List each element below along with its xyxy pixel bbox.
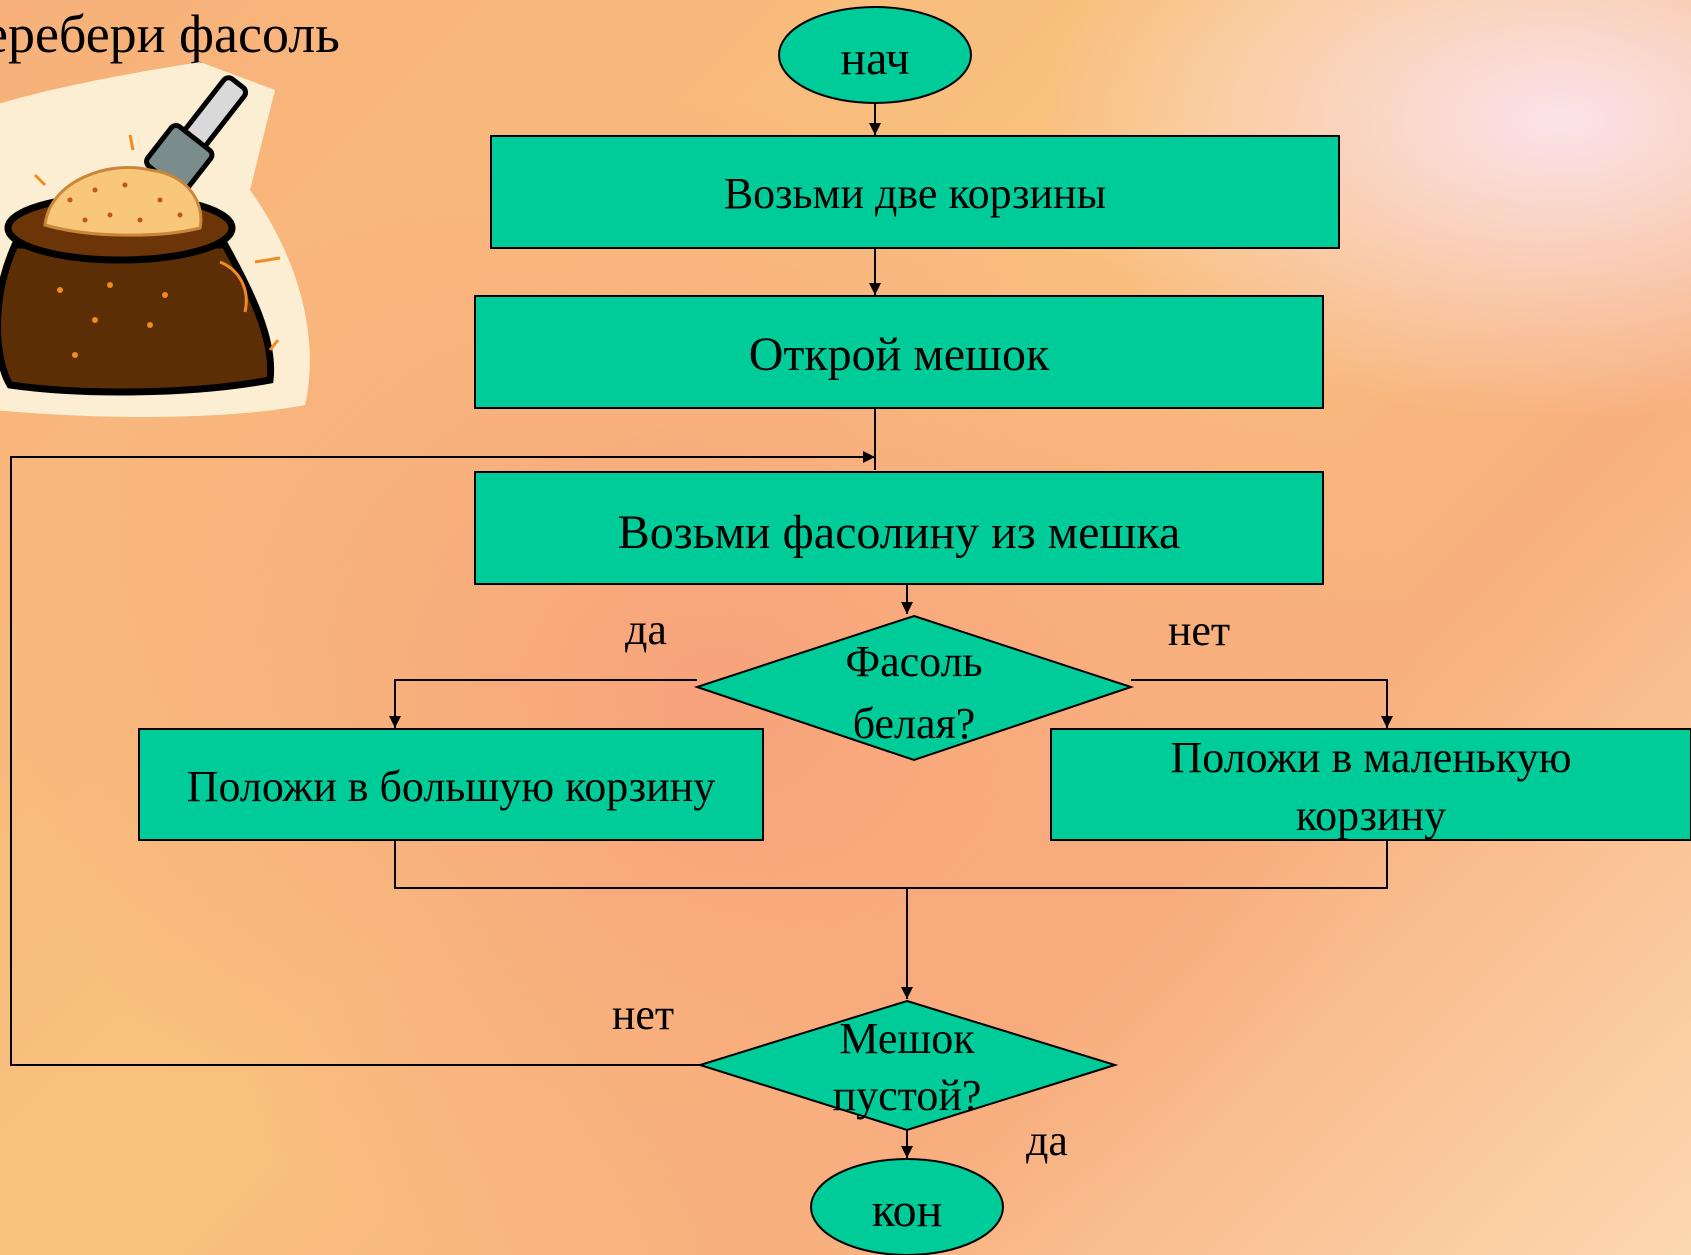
edge-label-white-no: нет bbox=[1168, 606, 1230, 655]
page-title: Перебери фасоль bbox=[0, 4, 340, 64]
decision-bean-white: Фасоль белая? bbox=[693, 614, 1135, 762]
put-big-label: Положи в большую корзину bbox=[187, 762, 716, 811]
start-node: нач bbox=[778, 6, 972, 104]
edge-label-white-yes: да bbox=[625, 605, 667, 654]
take-baskets-label: Возьми две корзины bbox=[724, 169, 1106, 218]
process-take-baskets: Возьми две корзины bbox=[490, 135, 1340, 249]
process-open-bag: Открой мешок bbox=[474, 295, 1324, 409]
decision-bag-empty: Мешок пустой? bbox=[696, 999, 1119, 1132]
bean-sack-icon bbox=[0, 62, 310, 417]
end-label: кон bbox=[872, 1184, 943, 1237]
put-small-line-2: корзину bbox=[1296, 791, 1446, 840]
decision-white-line-2: белая? bbox=[853, 699, 976, 748]
process-put-small: Положи в маленькую корзину bbox=[1050, 728, 1691, 841]
decision-white-line-1: Фасоль bbox=[845, 637, 982, 686]
process-take-bean: Возьми фасолину из мешка bbox=[474, 471, 1324, 585]
edge-label-empty-no: нет bbox=[612, 990, 674, 1039]
open-bag-label: Открой мешок bbox=[749, 328, 1050, 381]
put-small-line-1: Положи в маленькую bbox=[1171, 733, 1572, 782]
decision-empty-line-2: пустой? bbox=[833, 1071, 982, 1120]
take-bean-label: Возьми фасолину из мешка bbox=[618, 506, 1181, 559]
end-node: кон bbox=[810, 1158, 1004, 1255]
flow-connectors bbox=[10, 103, 1393, 1158]
start-label: нач bbox=[840, 32, 909, 85]
edge-label-empty-yes: да bbox=[1026, 1116, 1068, 1165]
process-put-big: Положи в большую корзину bbox=[138, 728, 764, 841]
decision-empty-line-1: Мешок bbox=[839, 1014, 975, 1063]
